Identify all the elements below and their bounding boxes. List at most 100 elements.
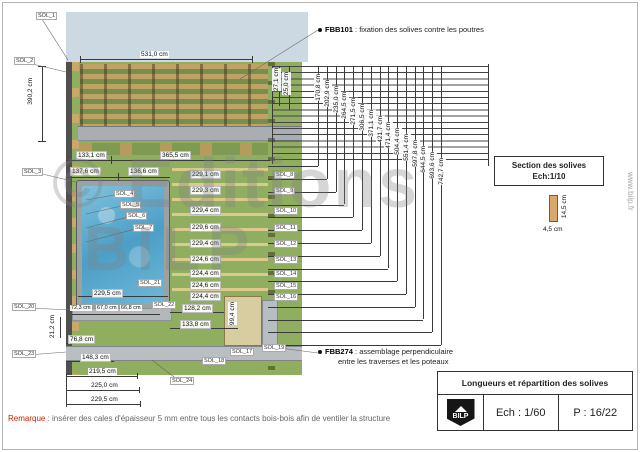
joist-deck xyxy=(80,64,268,126)
dim-line xyxy=(336,66,337,192)
remark-note: Remarque : insérer des cales d'épaisseur… xyxy=(8,414,432,424)
dim-line xyxy=(362,66,363,230)
dim-line xyxy=(380,66,381,256)
sol-label-19: SOL_19 xyxy=(262,344,287,352)
dim-line xyxy=(66,390,139,391)
sol-label-1: SOL_1 xyxy=(36,12,58,20)
sheet-scale: Ech : 1/60 xyxy=(484,395,559,430)
terrace-area xyxy=(66,12,308,62)
cascade-dim: 371,1 cm xyxy=(367,110,376,137)
row-sol: SOL_11 xyxy=(274,224,298,232)
dim-tick xyxy=(137,373,138,379)
dim-box-b: 99,4 cm xyxy=(228,302,237,326)
dim-line xyxy=(268,307,415,308)
dim-bottom-d: 225,0 cm xyxy=(90,382,119,389)
beam-row xyxy=(80,143,268,155)
row-dim: 229,4 cm xyxy=(190,239,221,248)
dim-line xyxy=(268,205,344,206)
row-dim: 224,4 cm xyxy=(190,269,221,278)
sheet-title: Longueurs et répartition des solives xyxy=(437,371,633,395)
cascade-dim: 471,4 cm xyxy=(384,122,393,149)
row-dim: 224,4 cm xyxy=(190,292,221,301)
dim-bottom-c: 219,5 cm xyxy=(88,368,117,375)
cascade-dim: 504,4 cm xyxy=(393,128,402,155)
sol-label-23: SOL_23 xyxy=(12,350,37,358)
section-rect xyxy=(549,195,558,222)
dim-line xyxy=(371,66,372,243)
remark-text: : insérer des cales d'épaisseur 5 mm ent… xyxy=(45,414,391,423)
dim-top-width: 531,0 cm xyxy=(140,51,169,58)
callout-fbb101: FBB101 : fixation des solives contre les… xyxy=(325,25,484,34)
dim-line xyxy=(268,230,362,231)
row-sol: SOL_12 xyxy=(274,240,299,248)
row-sol: SOL_16 xyxy=(274,293,299,301)
cascade-dim: 644,5 cm xyxy=(419,146,428,173)
dim-line xyxy=(268,269,388,270)
dim-line xyxy=(397,66,398,281)
dim-bottom-e: 229,5 cm xyxy=(90,396,119,403)
bilp-logo: BILP xyxy=(438,395,484,430)
bilp-logo-shield: BILP xyxy=(446,399,475,426)
sheet-page: P : 16/22 xyxy=(573,406,618,419)
dim-line xyxy=(318,66,319,166)
row-dim: 229,3 cm xyxy=(190,186,221,195)
sol-label-20: SOL_20 xyxy=(12,303,37,311)
row-dim: 224,6 cm xyxy=(190,255,221,264)
dim-box-c: 133,8 cm xyxy=(180,320,211,329)
callout-fbb101-code: FBB101 xyxy=(325,25,353,34)
callout-bullet-icon xyxy=(318,28,322,32)
sol-label-18: SOL_18 xyxy=(202,357,227,365)
dim-box-a: 128,2 cm xyxy=(182,304,213,313)
dim-line xyxy=(66,160,270,161)
legend-title: Section des solives xyxy=(511,161,587,170)
sol-label-5: SOL_5 xyxy=(120,201,142,209)
row-dim: 224,6 cm xyxy=(190,281,221,290)
dim-line xyxy=(432,66,433,332)
sol-label-4: SOL_4 xyxy=(114,190,136,198)
section-width: 4,5 cm xyxy=(542,226,564,233)
callout-fbb274-code: FBB274 xyxy=(325,347,353,356)
title-block: Longueurs et répartition des solives BIL… xyxy=(437,371,633,431)
dim-line xyxy=(268,217,353,218)
dim-tick xyxy=(139,387,140,393)
sol-label-17: SOL_17 xyxy=(230,348,255,356)
dim-tick xyxy=(252,56,253,63)
remark-label: Remarque xyxy=(8,414,46,423)
dim-bottom-b: 148,3 cm xyxy=(80,353,111,362)
dim-line xyxy=(441,66,442,345)
dim-seg-b: 365,5 cm xyxy=(160,151,191,160)
dim-line xyxy=(78,296,168,297)
dim-line xyxy=(268,281,397,282)
dim-under-c: 66,8 cm xyxy=(120,305,142,311)
dim-line xyxy=(406,66,407,294)
row-sol: SOL_15 xyxy=(274,282,299,290)
row-dim: 229,6 cm xyxy=(190,223,221,232)
cascade-dim: 264,5 cm xyxy=(340,92,349,119)
dim-tick xyxy=(80,56,81,63)
row-dim: 229,1 cm xyxy=(190,170,221,179)
dim-line xyxy=(344,66,345,204)
dim-seg-d: 136,6 cm xyxy=(128,167,159,176)
legend-box: Section des solives Ech:1/10 xyxy=(494,156,604,186)
dim-line xyxy=(268,243,371,244)
row-sol: SOL_13 xyxy=(274,256,299,264)
dim-line xyxy=(268,294,406,295)
sol-label-21: SOL_21 xyxy=(138,279,163,287)
dim-line xyxy=(268,345,441,346)
dim-line xyxy=(42,66,43,142)
sol-label-6: SOL_6 xyxy=(126,212,148,220)
right-posts xyxy=(268,62,275,375)
dim-tick xyxy=(111,156,112,164)
dim-under-a: 72,3 cm xyxy=(70,305,92,311)
dim-line xyxy=(388,66,389,268)
dim-pool-width: 229,5 cm xyxy=(92,289,123,298)
sol-label-2: SOL_2 xyxy=(14,57,36,65)
dim-bottom-a: 76,8 cm xyxy=(68,335,96,344)
cascade-dim: 202,9 cm xyxy=(323,80,332,107)
sol-label-24: SOL_24 xyxy=(170,377,195,385)
cross-beam xyxy=(78,126,302,141)
bilp-logo-roof-icon xyxy=(454,405,467,412)
cascade-dim: 742,7 cm xyxy=(437,158,446,185)
